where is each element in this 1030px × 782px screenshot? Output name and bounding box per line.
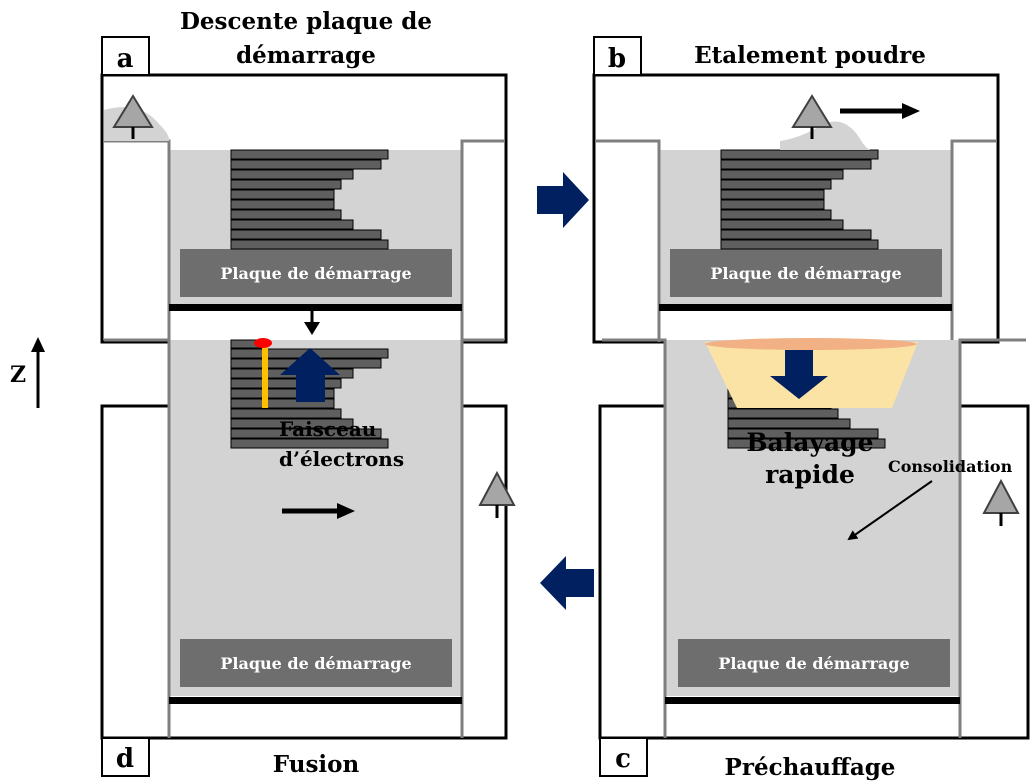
- flow-arrow-b-to-c: [770, 350, 828, 399]
- rake-icon: [112, 94, 154, 139]
- build-wall-left: [104, 338, 171, 738]
- panel-c-letter-box: [599, 737, 648, 777]
- printed-part: [720, 149, 879, 250]
- z-axis-label: Z: [10, 362, 26, 388]
- flow-arrow-icon: [770, 350, 828, 399]
- start-plate-label: Plaque de démarrage: [710, 264, 901, 283]
- beam-label-line1: Balayage: [746, 428, 873, 457]
- build-platform: [659, 304, 952, 311]
- z-axis-arrow-icon: [31, 337, 45, 408]
- panel-a-title-line2: démarrage: [236, 42, 376, 69]
- panel-c: Plaque de démarrage Balayage rapide Cons…: [598, 338, 1030, 781]
- panel-d-letter: d: [116, 744, 134, 774]
- panel-d: Plaque de démarrage: [100, 338, 516, 778]
- panel-a-letter: a: [117, 44, 134, 74]
- build-wall-right: [958, 338, 1026, 738]
- panel-d-title: Fusion: [273, 751, 360, 778]
- build-wall-right: [950, 139, 996, 342]
- build-wall-left: [596, 139, 661, 342]
- printed-part: [230, 149, 389, 250]
- panel-c-title: Préchauffage: [725, 754, 896, 781]
- panel-c-letter: c: [615, 744, 631, 774]
- powder-heap: [780, 121, 870, 150]
- motion-arrow-icon: [282, 503, 355, 519]
- z-axis: Z: [10, 337, 45, 408]
- start-plate: [180, 249, 452, 297]
- panel-a-title-line1: Descente plaque de: [180, 8, 432, 35]
- rake-icon: [791, 94, 833, 139]
- start-plate: [678, 639, 950, 687]
- beam-label-line2: d’électrons: [279, 447, 404, 471]
- consolidation-pointer: [847, 480, 933, 541]
- beam-label-line1: Faisceau: [279, 417, 376, 441]
- flow-arrow-d-to-a: [280, 348, 340, 402]
- panel-b-title: Etalement poudre: [694, 42, 926, 69]
- build-wall-left: [602, 338, 667, 738]
- panel-a-letter-box: [101, 36, 150, 76]
- start-plate-label: Plaque de démarrage: [220, 654, 411, 673]
- motion-arrow-icon: [840, 103, 920, 119]
- rake-icon: [982, 478, 1020, 526]
- panel-a: Plaque de démarrage a Descent: [100, 8, 508, 344]
- consolidation-zone: [705, 338, 917, 350]
- build-wall-right: [460, 139, 504, 342]
- melt-pool: [254, 338, 272, 348]
- build-platform: [665, 697, 960, 704]
- beam-label-line2: rapide: [765, 460, 855, 489]
- start-plate-label: Plaque de démarrage: [220, 264, 411, 283]
- start-plate: [670, 249, 942, 297]
- build-platform: [169, 304, 462, 311]
- start-plate: [180, 639, 452, 687]
- consolidation-label: Consolidation: [888, 457, 1013, 476]
- panel-b-letter: b: [608, 44, 626, 74]
- flow-arrow-icon: [280, 348, 340, 402]
- flow-arrow-c-to-d: [540, 556, 594, 610]
- down-arrow-icon: [304, 311, 320, 335]
- panel-d-letter-box: [101, 737, 150, 777]
- start-plate-label: Plaque de démarrage: [718, 654, 909, 673]
- panel-b: Plaque de démarrage b Etalement poudre: [592, 36, 1000, 344]
- build-platform: [169, 697, 462, 704]
- flow-arrow-icon: [537, 172, 589, 228]
- flow-arrow-icon: [540, 556, 594, 610]
- rake-icon: [478, 470, 516, 518]
- panel-b-letter-box: [593, 36, 642, 76]
- build-wall-right: [460, 338, 504, 738]
- flow-arrow-a-to-b: [537, 172, 589, 228]
